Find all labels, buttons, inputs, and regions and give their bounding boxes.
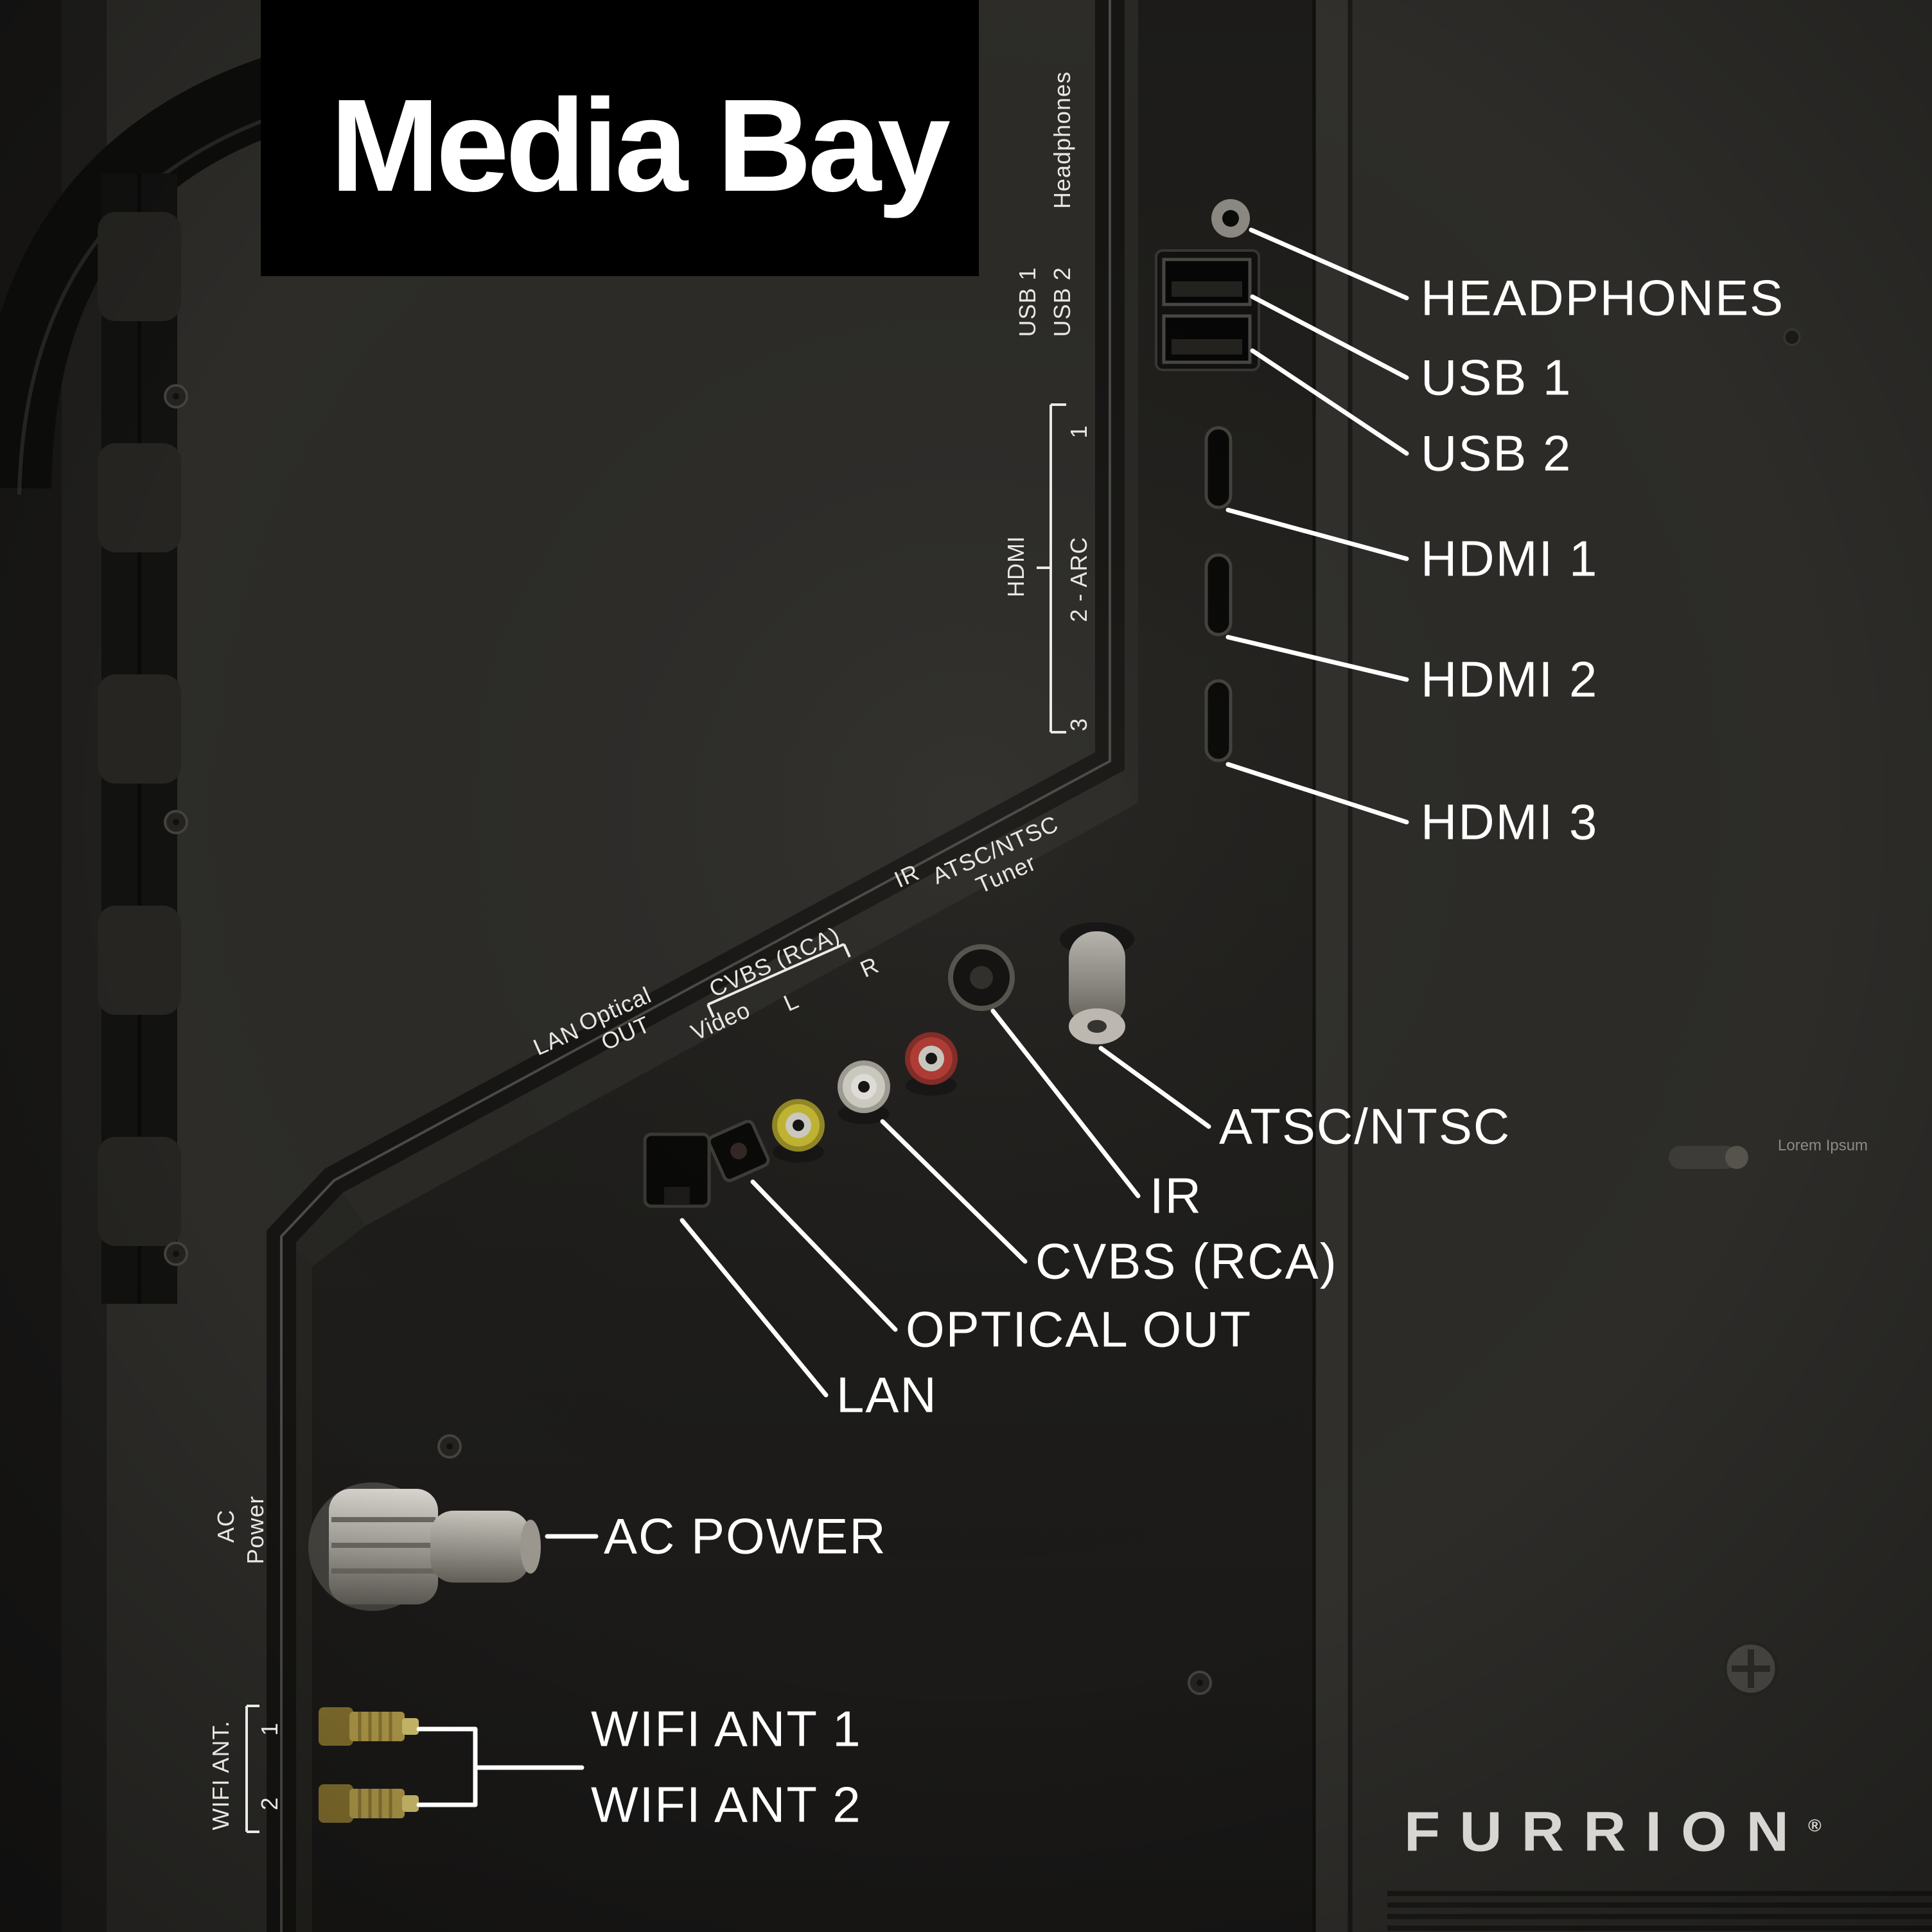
panel-label-usb1: USB 1: [1014, 267, 1041, 337]
callout-label-cvbs: CVBS (RCA): [1035, 1233, 1338, 1290]
callout-label-hdmi2: HDMI 2: [1421, 651, 1599, 708]
callout-line-hdmi1: [1225, 507, 1409, 561]
callout-label-atsc: ATSC/NTSC: [1219, 1098, 1511, 1155]
panel-label-wifi-2: 2: [256, 1796, 283, 1811]
fine-print-label: Lorem Ipsum: [1778, 1137, 1868, 1154]
panel-label-ac: AC: [213, 1509, 239, 1543]
page-title: Media Bay: [330, 72, 951, 219]
callout-label-usb1: USB 1: [1421, 349, 1572, 406]
callout-line-cvbs: [880, 1119, 1028, 1264]
callout-label-hdmi3: HDMI 3: [1421, 793, 1599, 850]
panel-label-wifi-1: 1: [256, 1722, 283, 1736]
panel-label-power: Power: [242, 1495, 268, 1565]
registered-mark: ®: [1808, 1816, 1822, 1836]
callout-lines: [416, 227, 1409, 1807]
panel-label-wifi-ant: WIFI ANT.: [207, 1720, 234, 1831]
callout-line-usb1: [1250, 294, 1409, 380]
panel-label-hdmi: HDMI: [1003, 536, 1029, 597]
callout-label-wifi2: WIFI ANT 2: [591, 1776, 862, 1833]
callout-label-wifi1: WIFI ANT 1: [591, 1700, 862, 1757]
callout-label-optical: OPTICAL OUT: [906, 1301, 1252, 1358]
wifi-bracket-small: [245, 1705, 259, 1833]
panel-label-hdmi-3: 3: [1066, 717, 1092, 732]
panel-label-hdmi-2arc: 2 - ARC: [1066, 536, 1092, 622]
panel-label-headphones: Headphones: [1049, 71, 1075, 209]
callout-label-headphones: HEADPHONES: [1421, 269, 1785, 326]
callout-line-ir: [990, 1008, 1141, 1199]
callout-line-optical: [750, 1179, 898, 1332]
callout-label-lan: LAN: [836, 1366, 938, 1423]
callout-label-hdmi1: HDMI 1: [1421, 530, 1599, 587]
callout-line-hdmi3: [1225, 762, 1409, 825]
callout-line-atsc: [1098, 1046, 1211, 1129]
furrion-logo: FURRION®: [1404, 1800, 1822, 1863]
callout-label-ac-power: AC POWER: [604, 1507, 887, 1565]
callout-bracket-wifi: [416, 1726, 584, 1807]
title-box: Media Bay: [261, 0, 979, 276]
panel-label-usb2: USB 2: [1049, 267, 1075, 337]
panel-label-hdmi-1: 1: [1066, 425, 1092, 439]
callout-line-hdmi2: [1225, 635, 1409, 682]
callout-label-usb2: USB 2: [1421, 425, 1572, 482]
callout-line-lan: [680, 1218, 829, 1398]
callout-line-usb2: [1250, 348, 1409, 456]
printed-brackets: [245, 403, 1066, 1833]
callout-line-headphones: [1249, 227, 1409, 301]
callout-label-ir: IR: [1150, 1167, 1202, 1224]
cvbs-bracket: [707, 943, 851, 1018]
hdmi-bracket: [1037, 403, 1066, 733]
